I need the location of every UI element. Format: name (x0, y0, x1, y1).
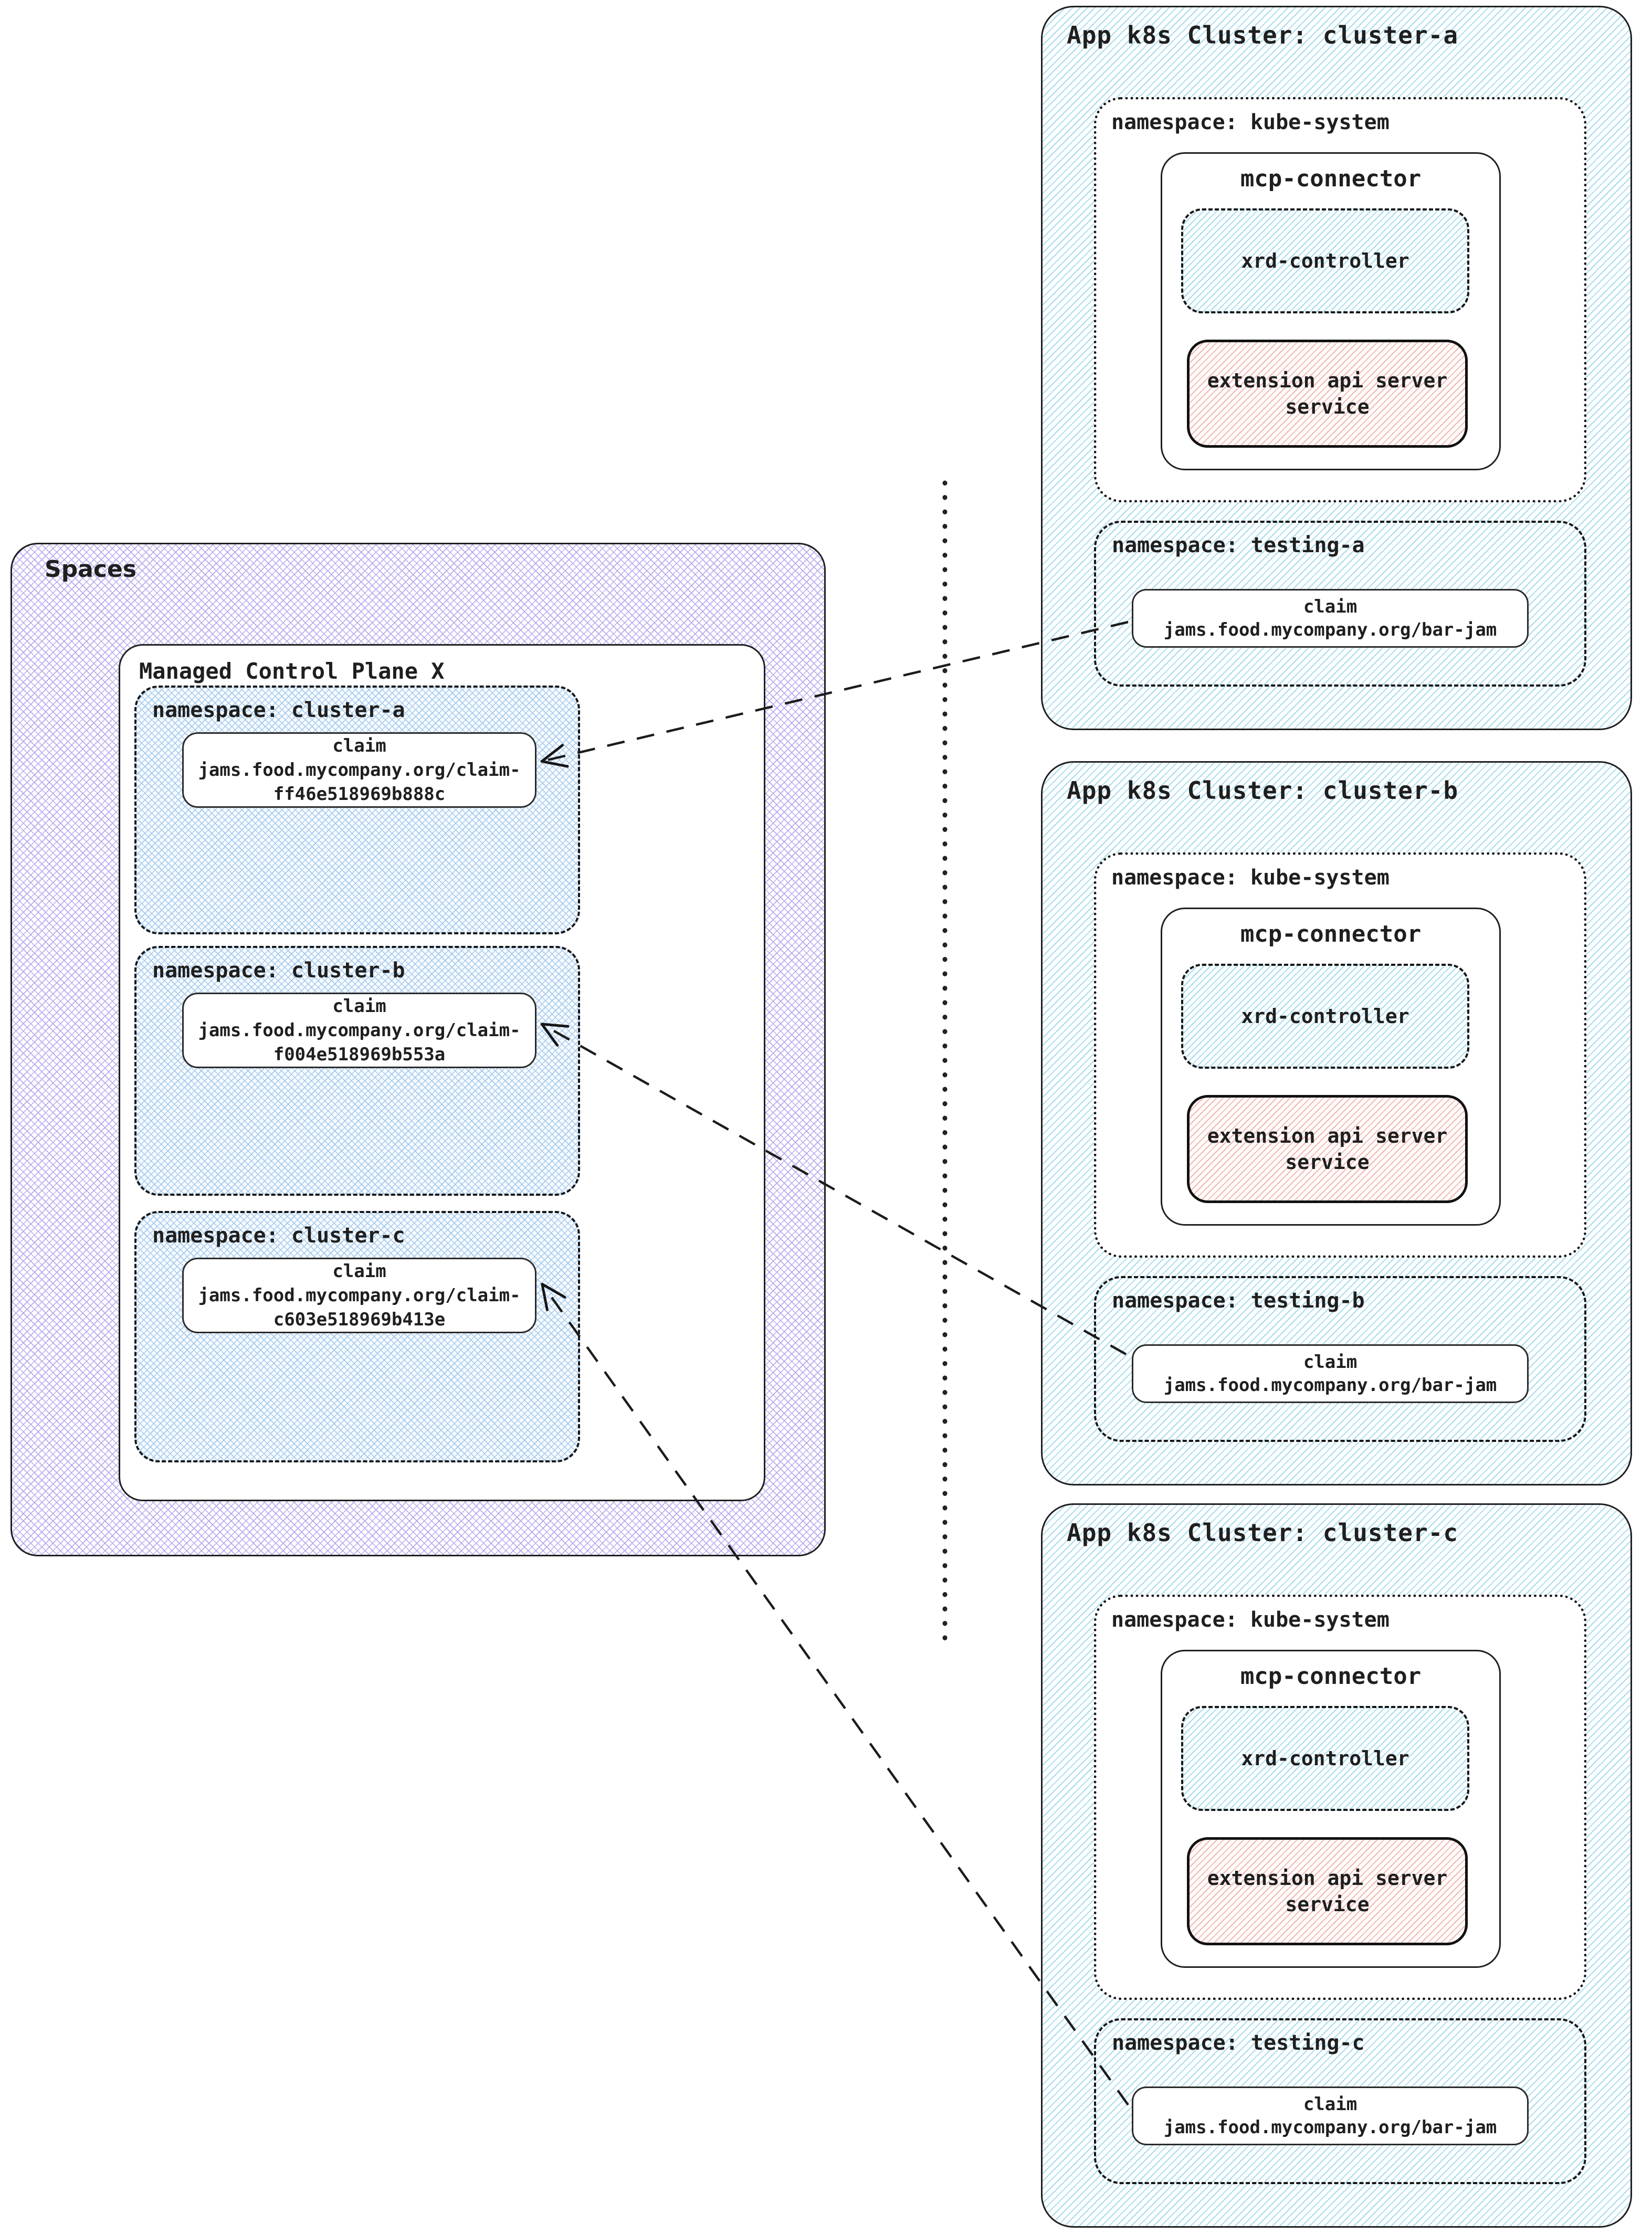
bar-jam-claim-box-c: claim jams.food.mycompany.org/bar-jam (1132, 2087, 1529, 2145)
spaces-label: Spaces (45, 556, 136, 583)
claim-name: jams.food.mycompany.org/claim- f004e5189… (198, 1020, 521, 1065)
kube-system-namespace-box: namespace: kube-system mcp-connector xrd… (1094, 97, 1586, 502)
managed-control-plane-title: Managed Control Plane X (139, 658, 445, 684)
extension-api-server-box: extension api server service (1187, 1837, 1468, 1945)
claim-name: jams.food.mycompany.org/bar-jam (1163, 619, 1497, 640)
xrd-controller-label: xrd-controller (1241, 1005, 1409, 1028)
namespace-label: namespace: cluster-b (152, 958, 405, 983)
claim-name: jams.food.mycompany.org/claim- ff46e5189… (198, 760, 521, 805)
claim-box-cluster-a: claim jams.food.mycompany.org/claim- ff4… (182, 732, 536, 808)
extension-api-server-label: extension api server service (1207, 1124, 1448, 1174)
namespace-box-cluster-c: namespace: cluster-c claim jams.food.myc… (134, 1211, 580, 1462)
namespace-box-cluster-a: namespace: cluster-a claim jams.food.myc… (134, 686, 580, 934)
extension-api-server-label: extension api server service (1207, 1867, 1448, 1916)
claim-title: claim (1303, 2094, 1358, 2115)
xrd-controller-box: xrd-controller (1181, 208, 1469, 313)
namespace-label: namespace: cluster-c (152, 1224, 405, 1248)
app-cluster-title: App k8s Cluster: cluster-b (1067, 776, 1459, 805)
xrd-controller-label: xrd-controller (1241, 1747, 1409, 1770)
app-cluster-title: App k8s Cluster: cluster-a (1067, 21, 1459, 49)
spaces-box: Spaces Managed Control Plane X namespace… (10, 543, 826, 1556)
claim-title: claim (1303, 596, 1358, 617)
testing-namespace-box-b: namespace: testing-b claim jams.food.myc… (1094, 1276, 1586, 1442)
bar-jam-claim-box-a: claim jams.food.mycompany.org/bar-jam (1132, 589, 1529, 648)
xrd-controller-box: xrd-controller (1181, 1706, 1469, 1811)
kube-system-namespace-box: namespace: kube-system mcp-connector xrd… (1094, 1595, 1586, 2000)
claim-name: jams.food.mycompany.org/bar-jam (1163, 2117, 1497, 2138)
testing-namespace-label: namespace: testing-a (1112, 533, 1365, 557)
claim-box-cluster-c: claim jams.food.mycompany.org/claim- c60… (182, 1258, 536, 1333)
claim-title: claim (1303, 1352, 1358, 1373)
kube-system-namespace-box: namespace: kube-system mcp-connector xrd… (1094, 852, 1586, 1258)
claim-title: claim (332, 1261, 386, 1282)
mcp-connector-title: mcp-connector (1240, 921, 1422, 947)
claim-title: claim (332, 735, 386, 756)
claim-title: claim (332, 996, 386, 1017)
app-cluster-box-a: App k8s Cluster: cluster-a namespace: ku… (1041, 6, 1632, 730)
bar-jam-claim-box-b: claim jams.food.mycompany.org/bar-jam (1132, 1344, 1529, 1403)
testing-namespace-label: namespace: testing-b (1112, 1289, 1365, 1313)
kube-system-namespace-label: namespace: kube-system (1111, 1608, 1390, 1632)
testing-namespace-label: namespace: testing-c (1112, 2031, 1365, 2055)
claim-name: jams.food.mycompany.org/bar-jam (1163, 1375, 1497, 1396)
testing-namespace-box-c: namespace: testing-c claim jams.food.myc… (1094, 2018, 1586, 2184)
namespace-label: namespace: cluster-a (152, 698, 405, 722)
mcp-connector-title: mcp-connector (1240, 1663, 1422, 1690)
mcp-connector-title: mcp-connector (1240, 165, 1422, 192)
extension-api-server-label: extension api server service (1207, 369, 1448, 418)
extension-api-server-box: extension api server service (1187, 1095, 1468, 1203)
app-cluster-box-b: App k8s Cluster: cluster-b namespace: ku… (1041, 761, 1632, 1485)
namespace-box-cluster-b: namespace: cluster-b claim jams.food.myc… (134, 946, 580, 1196)
kube-system-namespace-label: namespace: kube-system (1111, 110, 1390, 134)
testing-namespace-box-a: namespace: testing-a claim jams.food.myc… (1094, 521, 1586, 687)
claim-name: jams.food.mycompany.org/claim- c603e5189… (198, 1285, 521, 1330)
extension-api-server-box: extension api server service (1187, 340, 1468, 448)
mcp-connector-box: mcp-connector xrd-controller extension a… (1161, 1650, 1501, 1968)
mcp-connector-box: mcp-connector xrd-controller extension a… (1161, 152, 1501, 470)
claim-box-cluster-b: claim jams.food.mycompany.org/claim- f00… (182, 993, 536, 1068)
xrd-controller-box: xrd-controller (1181, 964, 1469, 1069)
app-cluster-title: App k8s Cluster: cluster-c (1067, 1519, 1459, 1547)
kube-system-namespace-label: namespace: kube-system (1111, 866, 1390, 890)
app-cluster-box-c: App k8s Cluster: cluster-c namespace: ku… (1041, 1503, 1632, 2228)
managed-control-plane-box: Managed Control Plane X namespace: clust… (119, 644, 765, 1501)
mcp-connector-box: mcp-connector xrd-controller extension a… (1161, 908, 1501, 1226)
xrd-controller-label: xrd-controller (1241, 249, 1409, 272)
